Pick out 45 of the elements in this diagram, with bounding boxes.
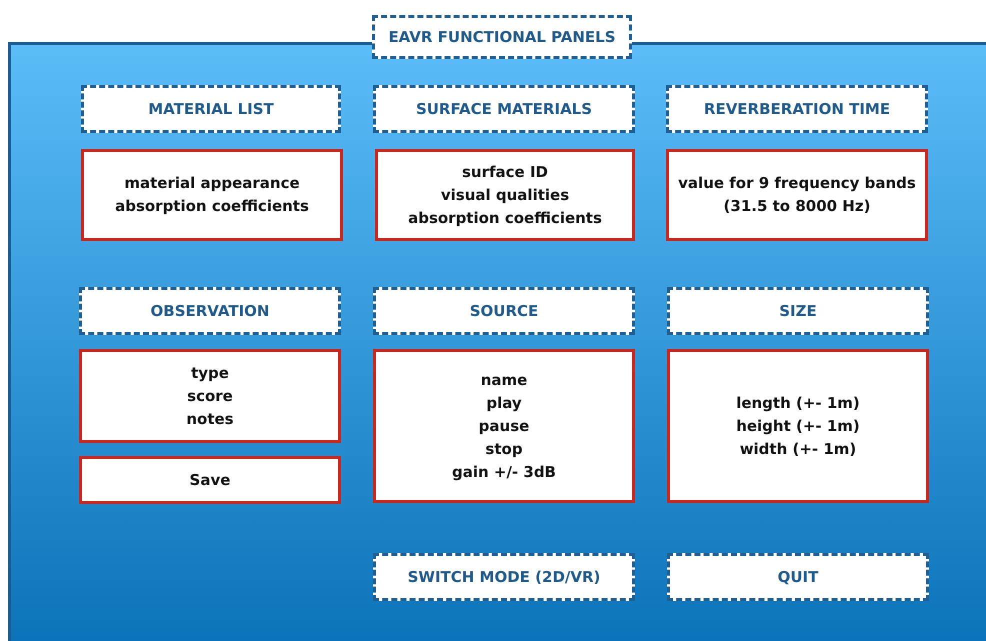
field-label: MATERIAL LIST	[148, 100, 274, 118]
panel-card	[79, 456, 341, 504]
panel-header	[667, 553, 929, 601]
field-label: pause	[478, 416, 530, 436]
field-label: notes	[186, 408, 234, 430]
panel-header	[79, 287, 341, 335]
field-label: material appearance	[124, 173, 300, 194]
panel-header	[373, 85, 635, 133]
field-label: absorption coefficients	[115, 196, 309, 217]
field-label: gain +/- 3dB	[452, 462, 556, 482]
field-label: QUIT	[778, 568, 818, 586]
field-label: OBSERVATION	[150, 302, 270, 320]
field-label: stop	[485, 438, 523, 460]
field-label: Save	[190, 470, 230, 490]
field-label: SURFACE MATERIALS	[416, 100, 592, 118]
panel-card	[81, 149, 343, 241]
field-label: visual qualities	[440, 184, 570, 206]
title-box	[372, 15, 632, 59]
field-label: EAVR FUNCTIONAL PANELS	[388, 28, 616, 46]
field-label: value for 9 frequency bands	[678, 173, 916, 194]
panel-header	[667, 287, 929, 335]
field-label: score	[187, 386, 233, 406]
panel-background	[8, 42, 986, 641]
field-label: absorption coefficients	[408, 208, 602, 228]
panel-card	[375, 149, 635, 241]
panel-header	[666, 85, 928, 133]
field-label: SIZE	[779, 302, 817, 320]
panel-header	[81, 85, 341, 133]
panel-header	[373, 287, 635, 335]
field-label: width (+- 1m)	[740, 438, 856, 460]
panel-card	[373, 349, 635, 503]
field-label: play	[486, 392, 522, 414]
field-label: (31.5 to 8000 Hz)	[724, 196, 870, 217]
field-label: name	[480, 370, 528, 390]
panel-header	[373, 553, 635, 601]
field-label: SOURCE	[470, 302, 538, 320]
field-label: surface ID	[462, 162, 548, 182]
field-label: height (+- 1m)	[736, 416, 860, 436]
panel-card	[79, 349, 341, 443]
field-label: REVERBERATION TIME	[704, 100, 890, 118]
field-label: type	[191, 362, 229, 384]
field-label: SWITCH MODE (2D/VR)	[408, 568, 600, 586]
panel-card	[666, 149, 928, 241]
panel-card	[667, 349, 929, 503]
field-label: length (+- 1m)	[736, 392, 860, 414]
